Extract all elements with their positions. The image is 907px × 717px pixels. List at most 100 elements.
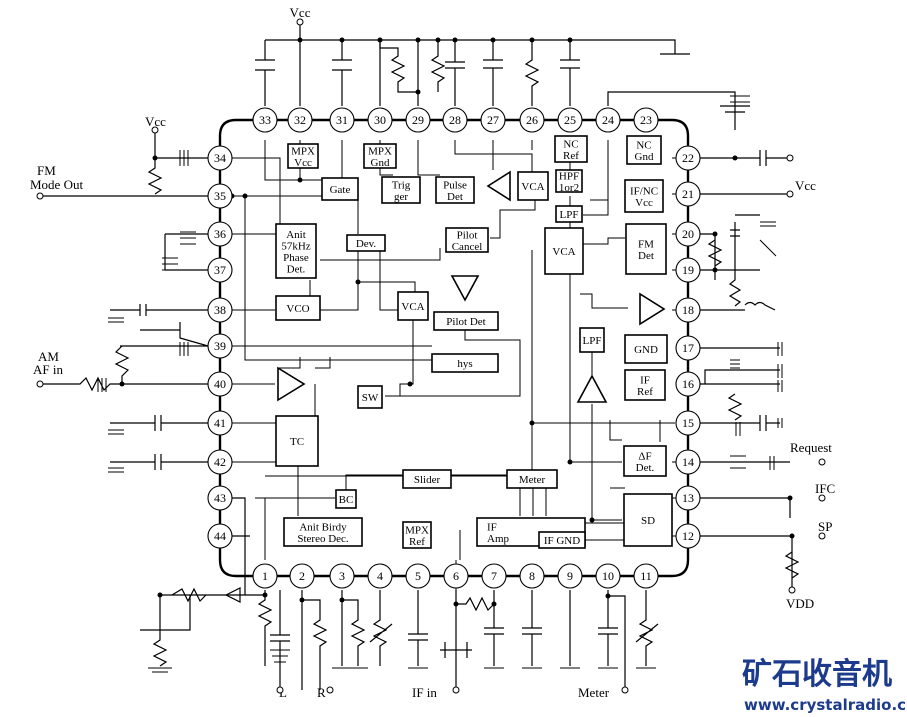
pin-number: 21 bbox=[682, 187, 694, 201]
block-label: Det. bbox=[287, 263, 306, 275]
pin-circle bbox=[675, 181, 701, 207]
signal-label-vcc-right: Vcc bbox=[795, 178, 816, 193]
terminal bbox=[326, 686, 334, 694]
pin-circle bbox=[557, 563, 583, 589]
pin-circle bbox=[675, 371, 701, 397]
pin-32: 32 bbox=[287, 107, 313, 133]
block-label: Gnd bbox=[635, 151, 654, 163]
signal-label-am-1: AM bbox=[38, 349, 59, 364]
pin-number: 22 bbox=[682, 151, 694, 165]
amp-lpf bbox=[576, 374, 608, 403]
block-label: Ref bbox=[637, 386, 653, 398]
pin-39: 39 bbox=[207, 333, 233, 359]
block-vca-top: VCA bbox=[517, 171, 549, 201]
block-frame bbox=[544, 227, 584, 275]
block-vca-mid: VCA bbox=[544, 227, 584, 275]
pin-5: 5 bbox=[405, 563, 431, 589]
pin-circle bbox=[207, 221, 233, 247]
pin-1: 1 bbox=[252, 563, 278, 589]
block-frame bbox=[624, 334, 668, 364]
pin-26: 26 bbox=[519, 107, 545, 133]
pin-number: 8 bbox=[529, 569, 535, 583]
pin-number: 28 bbox=[449, 113, 461, 127]
block-label: Ref bbox=[563, 150, 579, 162]
pin-circle bbox=[405, 563, 431, 589]
block-label: SW bbox=[362, 392, 379, 404]
block-dev: Dev. bbox=[346, 234, 386, 252]
pin-circle bbox=[207, 183, 233, 209]
block-frame bbox=[626, 135, 662, 165]
pin-circle bbox=[207, 257, 233, 283]
block-frame bbox=[357, 385, 383, 409]
block-label: NC bbox=[636, 139, 651, 151]
pin-9: 9 bbox=[557, 563, 583, 589]
block-lpf-top: LPF bbox=[555, 205, 583, 223]
block-label: IF bbox=[640, 374, 650, 386]
pin-17: 17 bbox=[675, 335, 701, 361]
signal-label-vcc-top: Vcc bbox=[290, 5, 311, 20]
block-frame bbox=[435, 176, 475, 204]
block-gnd: GND bbox=[624, 334, 668, 364]
block-label: Pilot Det bbox=[446, 316, 485, 328]
terminal bbox=[452, 686, 460, 694]
pin-30: 30 bbox=[367, 107, 393, 133]
pin-7: 7 bbox=[481, 563, 507, 589]
pin-number: 43 bbox=[214, 491, 226, 505]
pin-2: 2 bbox=[289, 563, 315, 589]
signal-label-if-in: IF in bbox=[412, 685, 437, 700]
block-label: MPX bbox=[368, 145, 392, 157]
block-sd: SD bbox=[623, 493, 673, 547]
block-label: IF GND bbox=[544, 535, 580, 547]
block-label: Ref bbox=[409, 536, 425, 548]
pin-circle bbox=[675, 449, 701, 475]
block-frame bbox=[623, 445, 667, 477]
block-label: Vcc bbox=[294, 157, 312, 169]
block-label: Gnd bbox=[371, 157, 390, 169]
block-label: LPF bbox=[583, 335, 602, 347]
pin-number: 2 bbox=[299, 569, 305, 583]
pin-number: 26 bbox=[526, 113, 538, 127]
block-label: 57kHz bbox=[281, 240, 310, 252]
block-label: TC bbox=[290, 436, 304, 448]
signal-label-meter-out: Meter bbox=[578, 685, 610, 700]
pin-circle bbox=[252, 107, 278, 133]
block-label: Cancel bbox=[452, 241, 483, 253]
pin-circle bbox=[289, 563, 315, 589]
pin-circle bbox=[675, 410, 701, 436]
block-frame bbox=[506, 469, 558, 489]
block-frame bbox=[538, 531, 586, 549]
pin-number: 17 bbox=[682, 341, 694, 355]
block-label: GND bbox=[634, 344, 658, 356]
pin-number: 29 bbox=[412, 113, 424, 127]
pin-number: 37 bbox=[214, 263, 226, 277]
block-gate: Gate bbox=[321, 177, 359, 201]
pin-14: 14 bbox=[675, 449, 701, 475]
pin-circle bbox=[675, 221, 701, 247]
block-label: 1or2 bbox=[559, 182, 579, 194]
pin-number: 14 bbox=[682, 455, 694, 469]
signal-label-vdd: VDD bbox=[786, 596, 814, 611]
signal-label-sp: SP bbox=[818, 519, 832, 534]
block-label: Det bbox=[638, 250, 654, 262]
block-label: IF/NC bbox=[630, 185, 658, 197]
amplifiers bbox=[277, 170, 666, 403]
block-pilot-det: Pilot Det bbox=[433, 311, 499, 331]
block-if-gnd: IF GND bbox=[538, 531, 586, 549]
block-frame bbox=[335, 489, 357, 509]
block-label: Dev. bbox=[356, 238, 377, 250]
chip-outline bbox=[218, 118, 690, 578]
pin-circle bbox=[675, 257, 701, 283]
pin-circle bbox=[367, 107, 393, 133]
pin-number: 34 bbox=[214, 151, 226, 165]
block-frame bbox=[579, 327, 605, 353]
pin-36: 36 bbox=[207, 221, 233, 247]
block-frame bbox=[346, 234, 386, 252]
terminal bbox=[296, 18, 304, 26]
block-frame bbox=[445, 227, 489, 253]
pin-circle bbox=[519, 563, 545, 589]
pin-number: 5 bbox=[415, 569, 421, 583]
